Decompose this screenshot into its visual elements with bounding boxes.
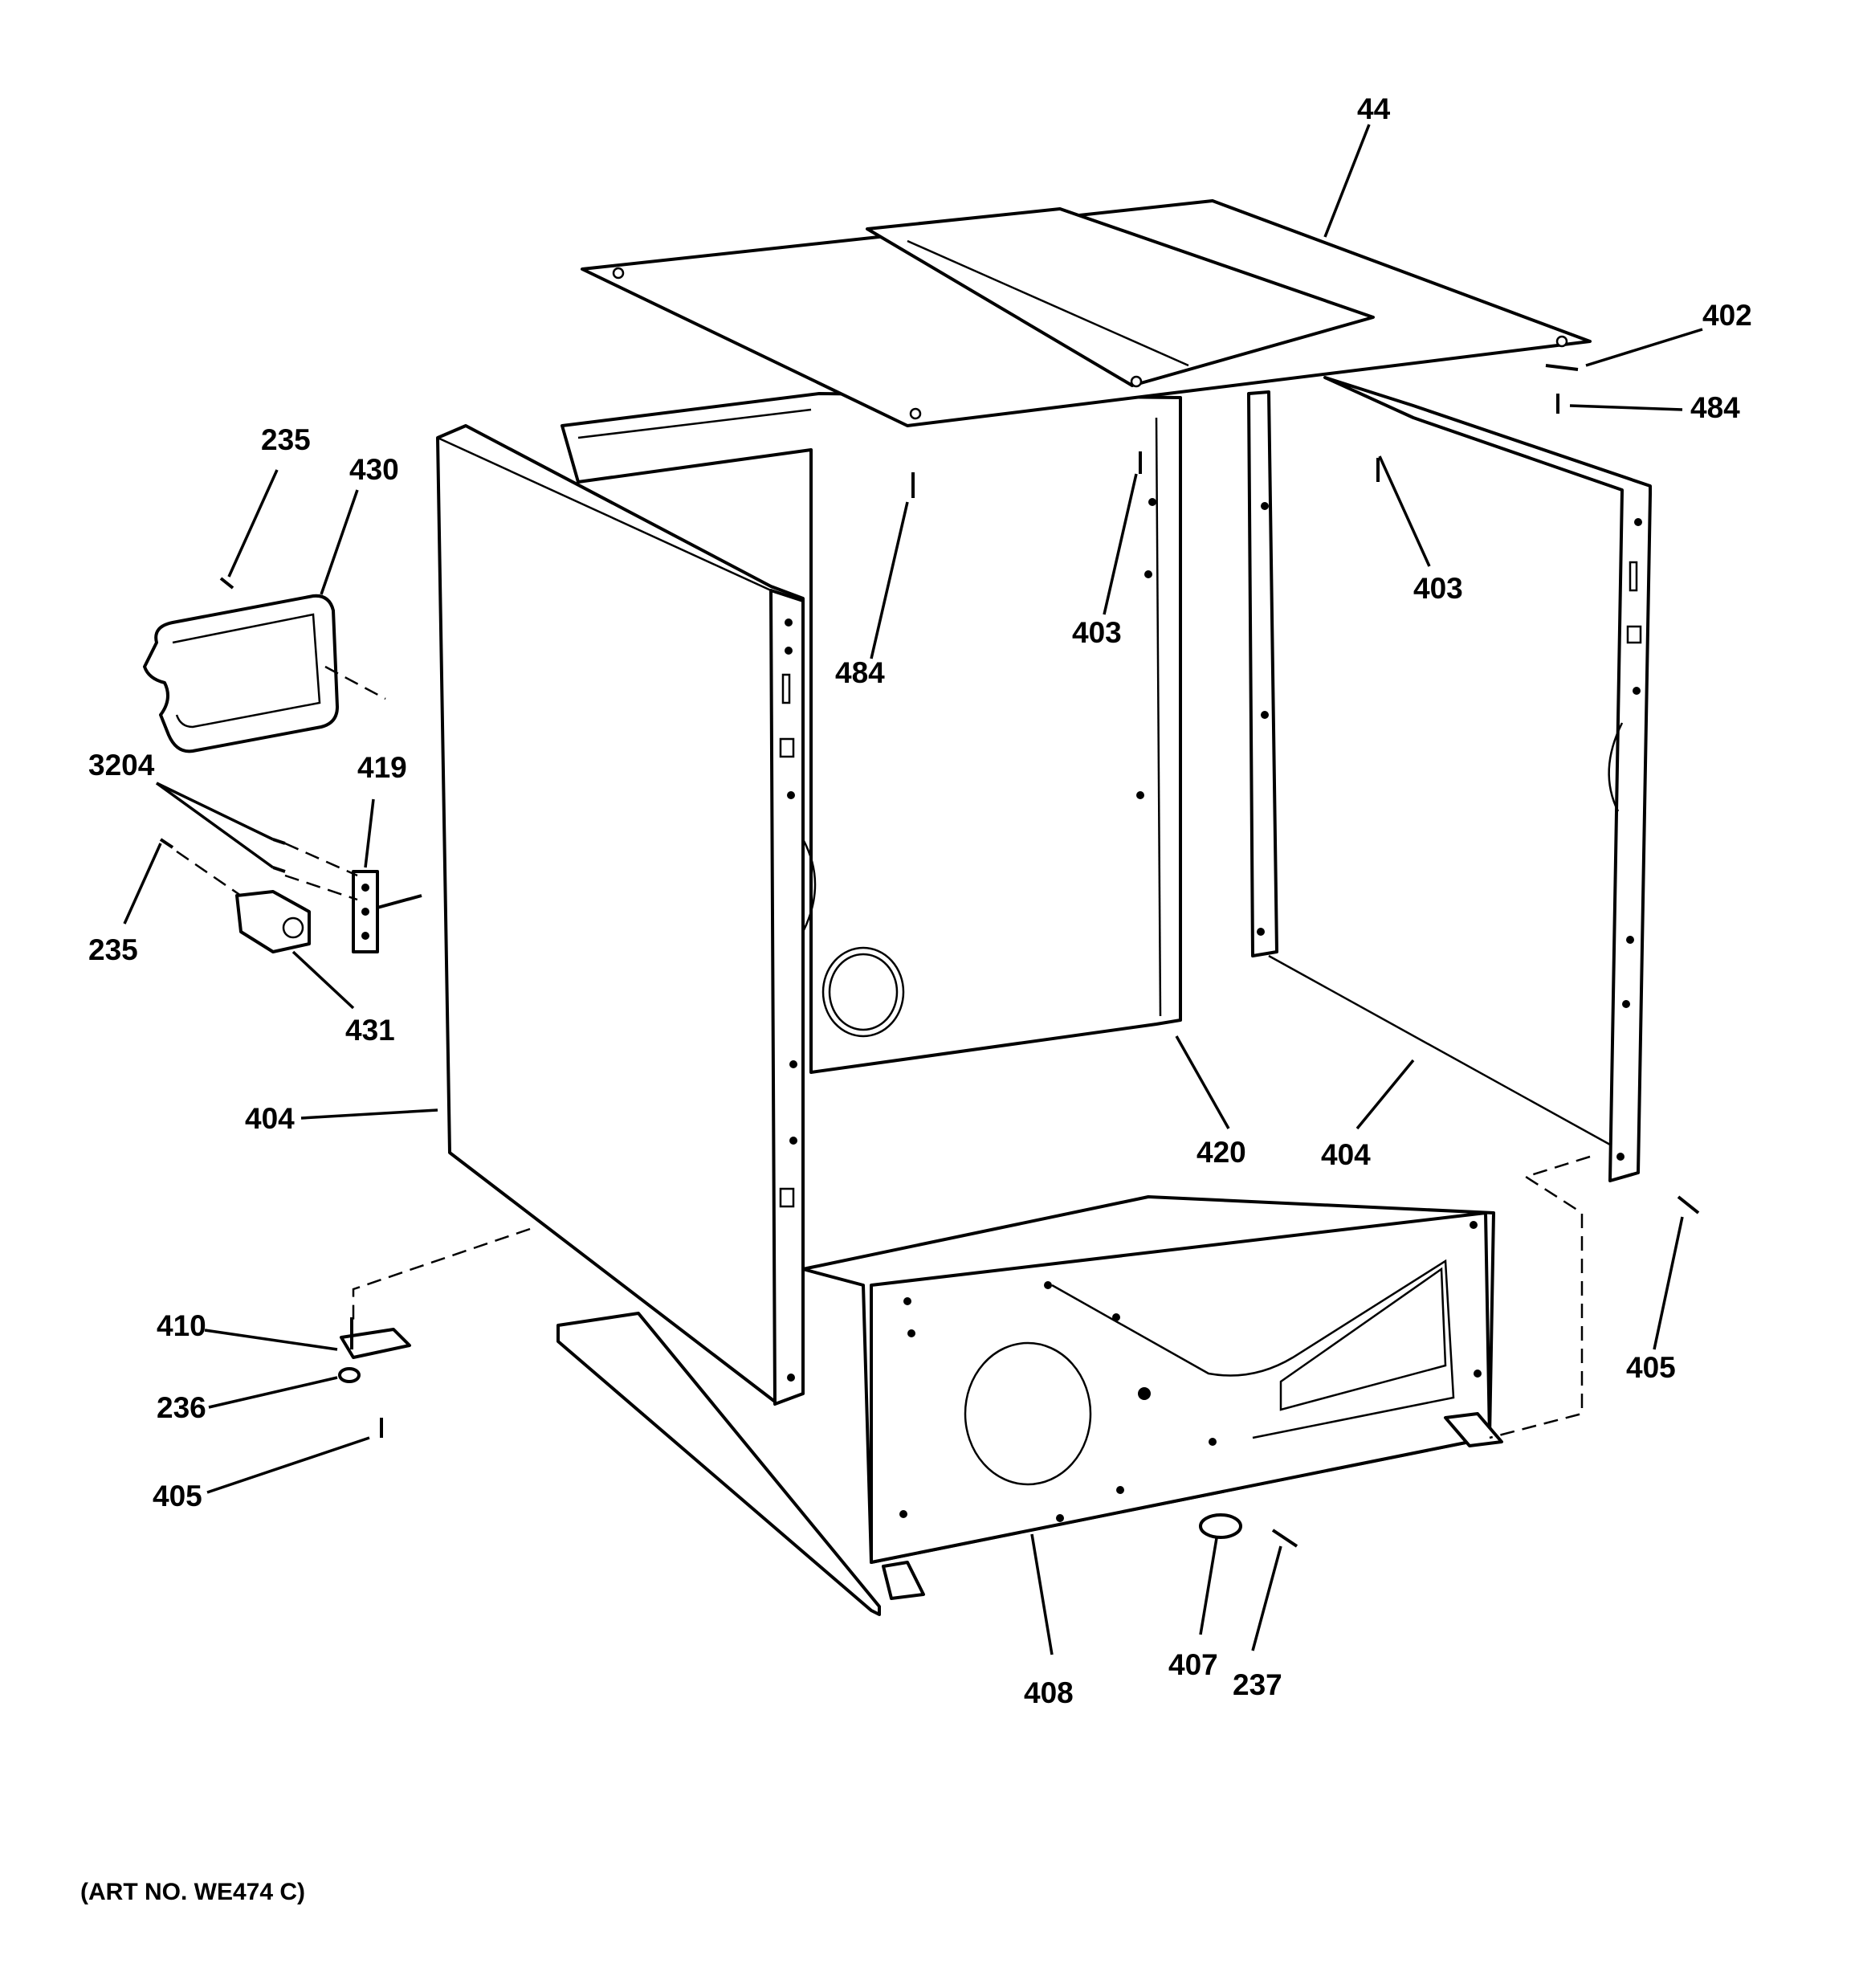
callout-405-left: 405 — [153, 1480, 202, 1512]
assembly-dashed-lines — [176, 665, 1591, 1439]
callout-420: 420 — [1196, 1136, 1246, 1169]
callout-labels: 44 402 484 484 403 403 235 430 3204 419 … — [88, 92, 1752, 1709]
leader-lines — [123, 124, 1703, 1655]
cover-plate-430 — [143, 594, 339, 753]
callout-484-top-right: 484 — [1690, 391, 1740, 424]
callout-402: 402 — [1702, 299, 1752, 332]
callout-236: 236 — [157, 1391, 206, 1424]
callout-419: 419 — [357, 751, 407, 784]
callout-237: 237 — [1233, 1668, 1282, 1701]
callout-3204: 3204 — [88, 749, 155, 782]
callout-484-center: 484 — [835, 656, 885, 689]
bracket-431 — [235, 890, 311, 953]
callout-235-bottom: 235 — [88, 933, 138, 966]
callout-408: 408 — [1024, 1676, 1074, 1709]
art-number: (ART NO. WE474 C) — [80, 1879, 305, 1905]
callout-410: 410 — [157, 1309, 206, 1342]
leveling-leg-410 — [338, 1317, 411, 1383]
callout-430: 430 — [349, 453, 399, 486]
callout-403-center: 403 — [1072, 616, 1122, 649]
callout-431: 431 — [345, 1014, 395, 1047]
callout-44: 44 — [1357, 92, 1391, 125]
callout-407: 407 — [1168, 1648, 1218, 1681]
left-side-panel-404 — [436, 424, 817, 1406]
top-panel-44 — [581, 199, 1592, 427]
callout-404-left: 404 — [245, 1102, 295, 1135]
screws — [159, 364, 1700, 1548]
terminal-block-419 — [352, 870, 422, 953]
callout-405-right: 405 — [1626, 1351, 1676, 1384]
callout-403-right: 403 — [1413, 572, 1463, 605]
callout-235-top: 235 — [261, 423, 311, 456]
right-side-panel-404 — [1247, 376, 1652, 1182]
callout-404-right: 404 — [1321, 1138, 1371, 1171]
base-frame-408 — [556, 1195, 1503, 1616]
